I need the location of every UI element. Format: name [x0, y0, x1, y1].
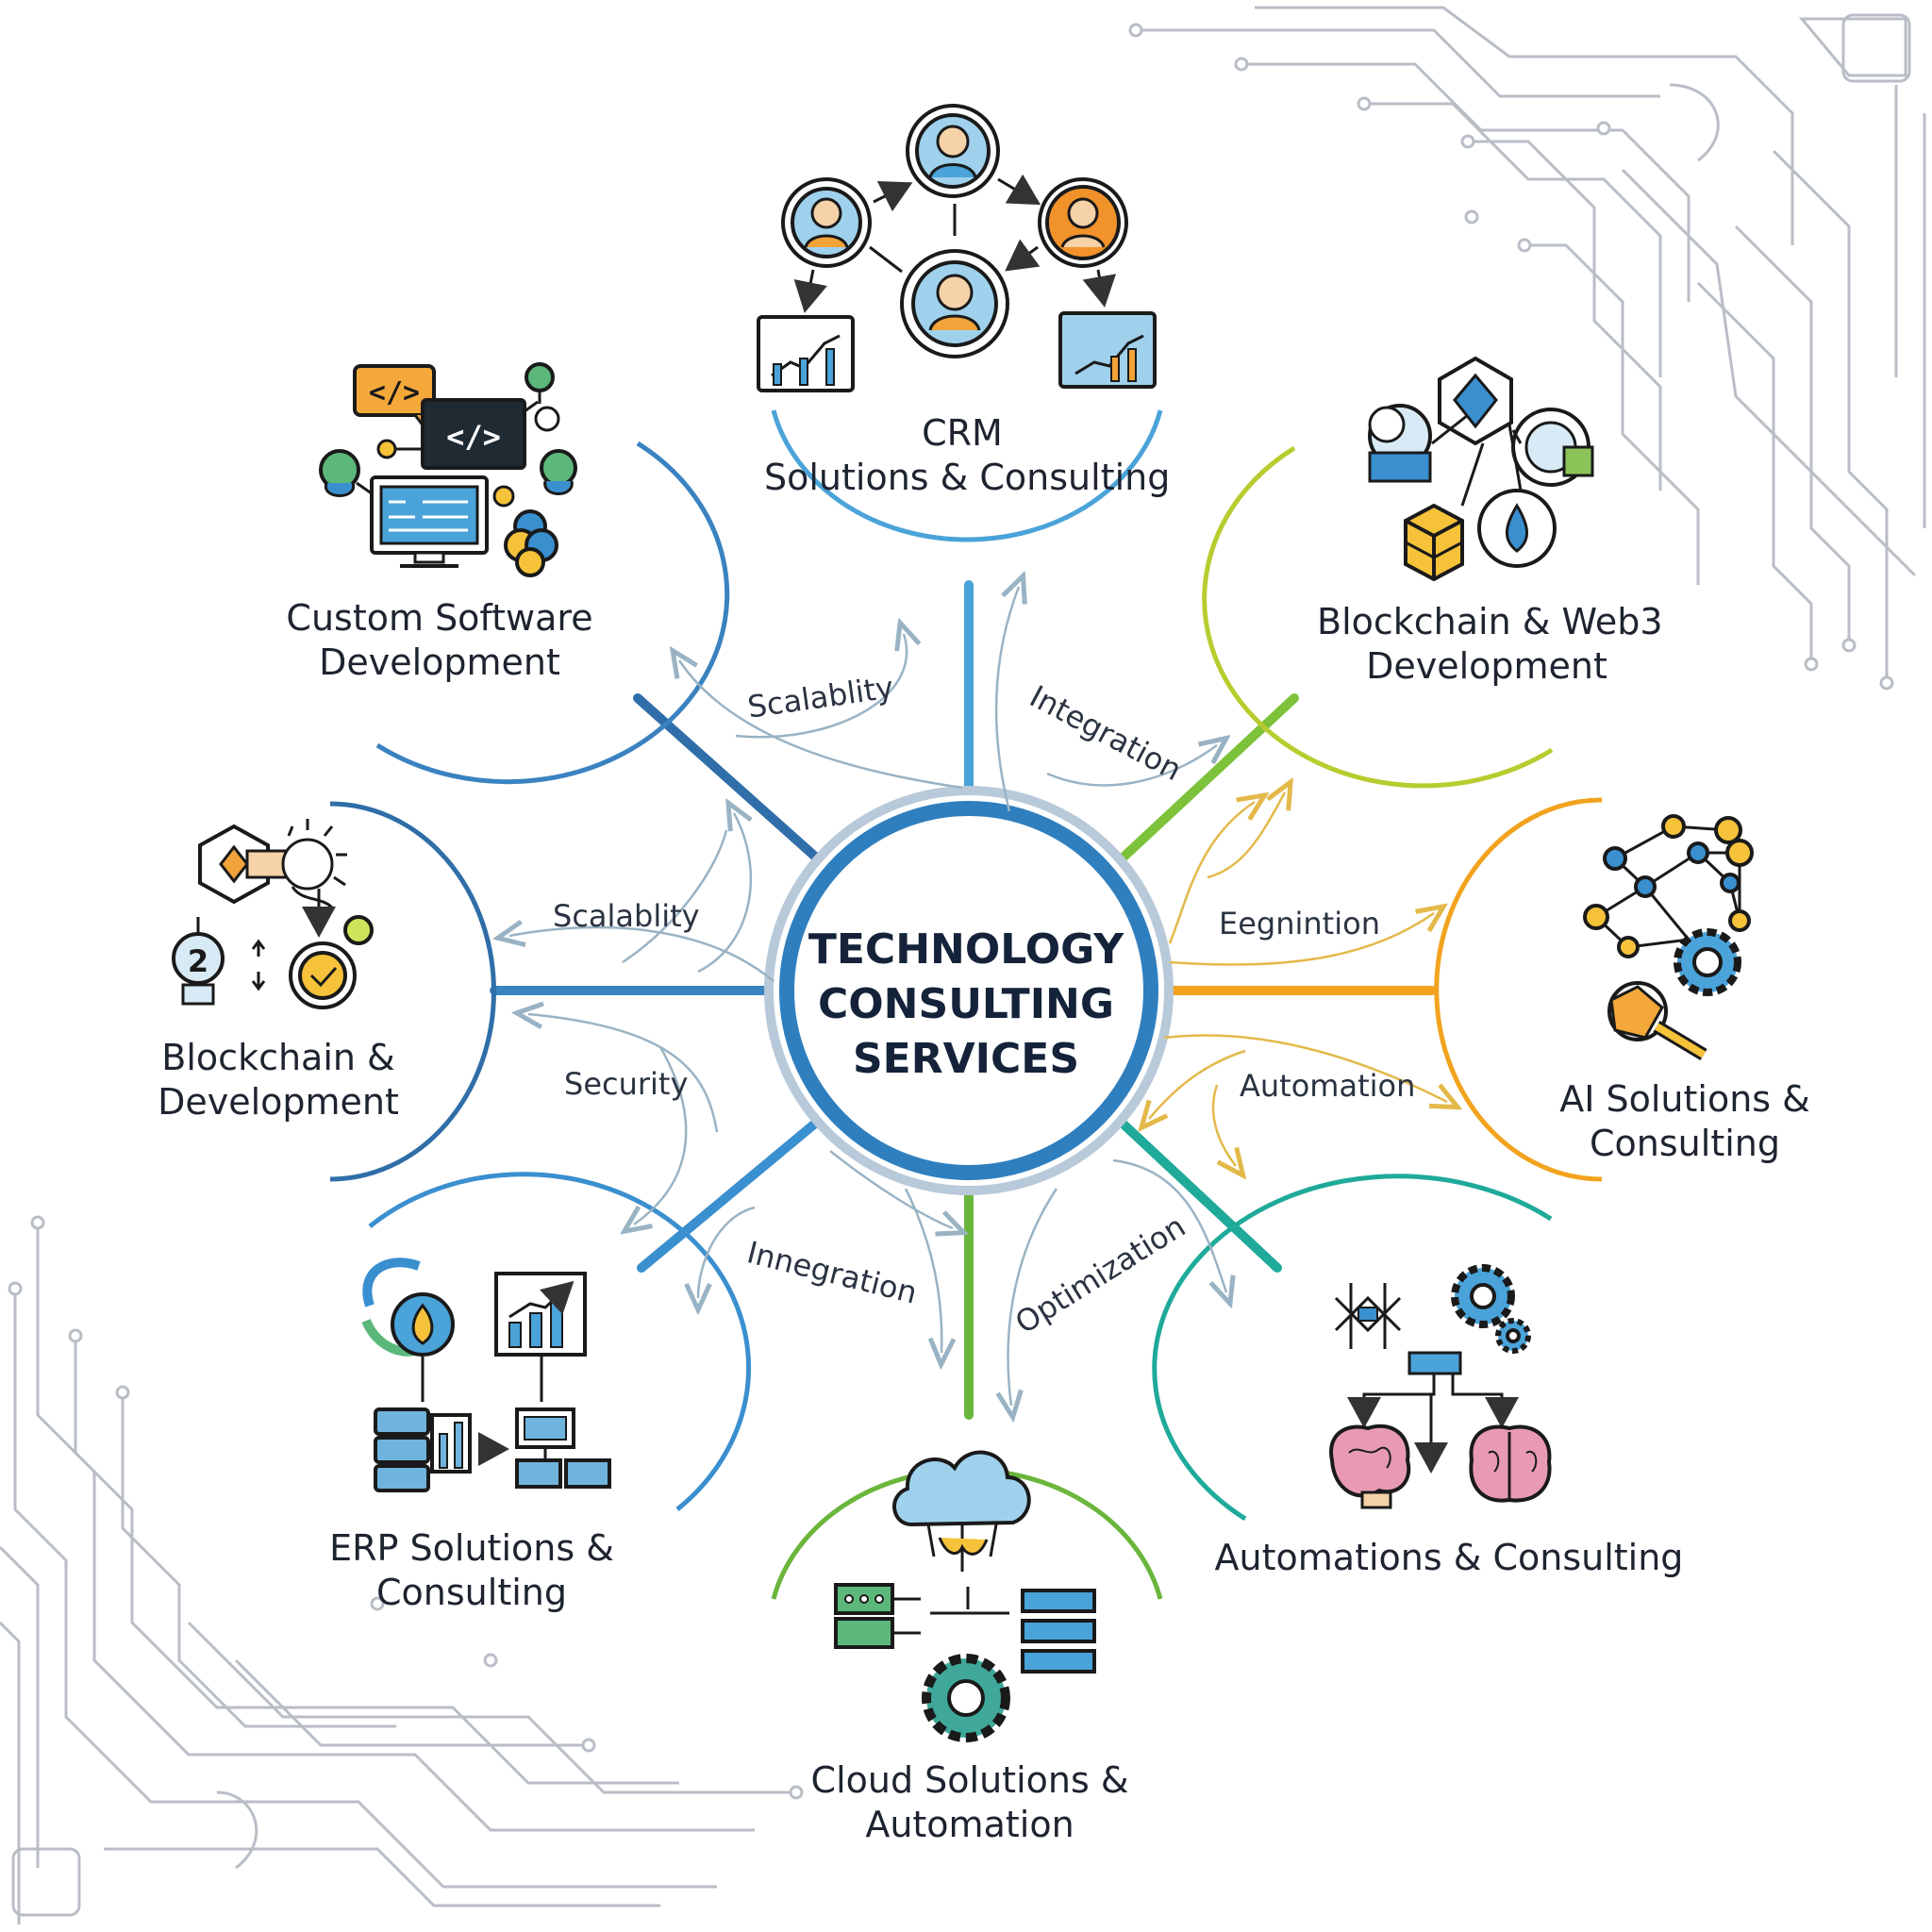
service-label-line: Custom Software [286, 597, 593, 639]
service-label-automations: Automations & Consulting [1213, 1536, 1685, 1580]
crm-people-network-icon [757, 104, 1157, 392]
flow-label-eegnintion: Eegnintion [1219, 906, 1380, 941]
center-title-line: TECHNOLOGY [808, 925, 1124, 974]
service-label-line: Development [158, 1081, 399, 1123]
service-label-line: Automations & Consulting [1214, 1537, 1684, 1578]
service-label-line: Automation [865, 1804, 1074, 1845]
service-label-erp: ERP Solutions & Consulting [311, 1526, 632, 1615]
arc-custom-software [375, 441, 730, 785]
blockchain-web3-icon [1368, 356, 1594, 582]
service-label-ai: AI Solutions & Consulting [1515, 1077, 1855, 1166]
service-label-blockchain-dev: Blockchain & Development [142, 1036, 415, 1124]
automation-brain-gear-icon [1329, 1264, 1552, 1509]
arc-erp [368, 1172, 752, 1511]
svg-text:2: 2 [188, 943, 208, 979]
center-title-line: SERVICES [852, 1035, 1080, 1083]
arc-blockchain-dev [329, 801, 496, 1182]
service-label-custom-software: Custom Software Development [279, 596, 600, 685]
flow-label-scalablity-left: Scalablity [553, 898, 700, 934]
service-label-line: Development [1366, 645, 1607, 687]
service-label-crm: CRM Solutions & Consulting [764, 411, 1171, 500]
svg-text:</>: </> [446, 419, 501, 455]
ai-network-gear-icon [1583, 814, 1754, 1061]
service-label-line: Consulting [376, 1572, 567, 1613]
blockchain-key-coin-icon: 2 [172, 819, 374, 1009]
cloud-server-gear-icon [834, 1450, 1096, 1742]
center-title-line: CONSULTING [817, 980, 1114, 1028]
arc-automations [1152, 1174, 1553, 1522]
flow-arrows [509, 587, 1447, 1406]
service-label-blockchain-web3: Blockchain & Web3 Development [1317, 600, 1663, 689]
center-title: TECHNOLOGY CONSULTING SERVICES [777, 923, 1155, 1087]
center-hub [764, 786, 1174, 1195]
service-label-line: CRM [922, 412, 1003, 454]
service-label-line: ERP Solutions & [329, 1527, 614, 1569]
circuit-decoration-bottom-left [0, 1215, 804, 1924]
arc-ai [1434, 797, 1603, 1182]
circuit-decoration-top-right [1128, 6, 1926, 691]
service-label-line: Development [319, 641, 560, 683]
service-label-line: Solutions & Consulting [764, 457, 1171, 498]
service-label-line: Blockchain & Web3 [1317, 601, 1663, 642]
service-label-cloud: Cloud Solutions & Automation [781, 1758, 1158, 1847]
erp-database-chart-icon [361, 1257, 611, 1492]
code-window-icon: </> </> [319, 362, 577, 577]
arc-blockchain-web3 [1202, 445, 1554, 789]
service-label-line: AI Solutions & [1559, 1078, 1810, 1120]
service-label-line: Consulting [1590, 1123, 1780, 1164]
service-label-line: Cloud Solutions & [810, 1759, 1129, 1801]
svg-text:</>: </> [369, 376, 420, 409]
flow-label-automation: Automation [1240, 1068, 1416, 1104]
service-label-line: Blockchain & [161, 1037, 395, 1078]
flow-label-security: Security [564, 1066, 689, 1102]
arc-crm [771, 409, 1163, 542]
spokes [490, 580, 1437, 1420]
service-arcs [329, 409, 1603, 1600]
